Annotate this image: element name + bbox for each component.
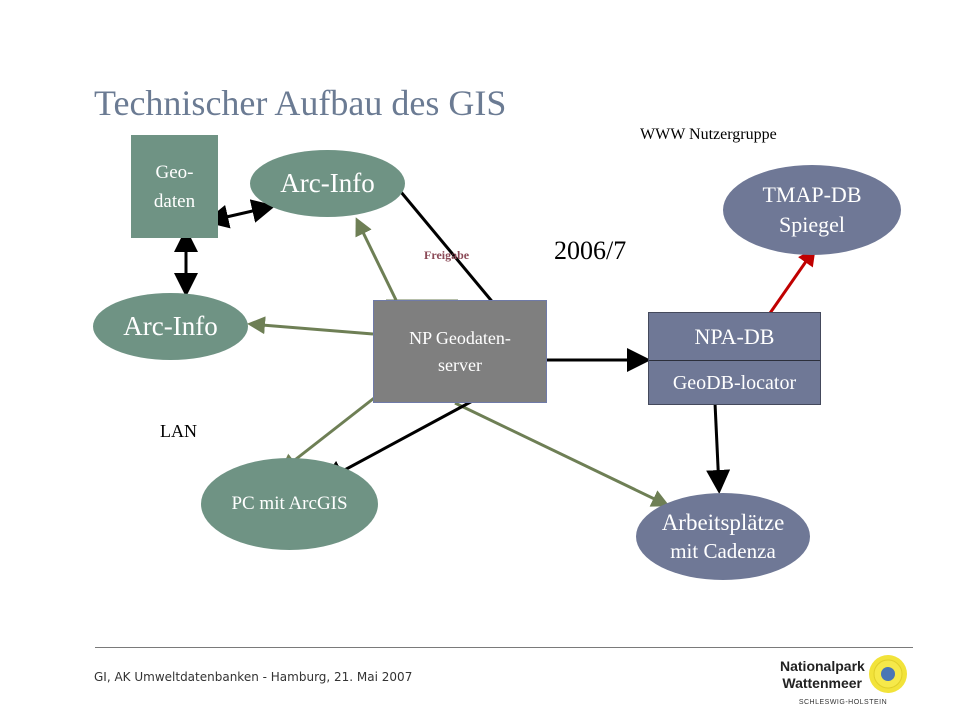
tmap-line2: Spiegel — [779, 212, 845, 237]
logo-line3: SCHLESWIG-HOLSTEIN — [798, 699, 888, 706]
arcinfo-left-node: Arc-Info — [93, 293, 248, 360]
geodaten-server-box: NP Geodaten- server — [373, 300, 547, 403]
link-npa-to-tmap — [766, 247, 816, 317]
geodaten-line1: Geo- — [155, 161, 194, 183]
server-line1: NP Geodaten- — [409, 327, 511, 348]
link-arcinfo-top-freigabe — [399, 191, 497, 306]
link-server-to-pc — [279, 393, 379, 472]
arcinfo-top-node: Arc-Info — [250, 150, 405, 217]
lan-label: LAN — [160, 421, 197, 441]
npa-db-box: NPA-DB GeoDB-locator — [648, 312, 821, 405]
link-server-to-arbeitsplaetze — [454, 401, 670, 507]
link-npa-to-arbeitsplaetze — [706, 402, 731, 494]
server-line2: server — [438, 354, 482, 375]
pc-arcgis-node: PC mit ArcGIS — [201, 458, 378, 550]
link-server-to-pc-black — [320, 396, 479, 483]
logo-line2: Wattenmeer — [782, 675, 862, 691]
npa-db-label: NPA-DB — [649, 313, 820, 361]
arbeitsplaetze-line2: mit Cadenza — [670, 538, 776, 563]
freigabe-label: Freigabe — [424, 248, 470, 262]
link-server-to-arcinfo-left — [247, 316, 374, 336]
page-title: Technischer Aufbau des GIS — [94, 83, 507, 123]
footer-divider — [95, 647, 913, 648]
geodaten-box: Geo- daten — [131, 135, 218, 238]
arbeitsplaetze-node: Arbeitsplätze mit Cadenza — [636, 493, 810, 580]
footer-text: GI, AK Umweltdatenbanken - Hamburg, 21. … — [94, 670, 413, 684]
arcinfo-left-label: Arc-Info — [123, 311, 218, 341]
www-label: WWW Nutzergruppe — [640, 126, 777, 143]
arbeitsplaetze-line1: Arbeitsplätze — [661, 509, 785, 535]
link-server-to-arcinfo-top — [355, 217, 398, 301]
geodb-locator-label: GeoDB-locator — [672, 371, 797, 394]
tmap-db-node: TMAP-DB Spiegel — [723, 165, 901, 255]
logo-sun-icon — [869, 655, 907, 693]
geodaten-line2: daten — [153, 190, 196, 212]
pc-arcgis-label: PC mit ArcGIS — [231, 493, 348, 514]
year-label: 2006/7 — [554, 236, 627, 265]
tmap-line1: TMAP-DB — [762, 182, 862, 207]
link-geodaten-arcinfo-top — [204, 199, 276, 229]
nationalpark-logo: Nationalpark Wattenmeer SCHLESWIG-HOLSTE… — [780, 654, 907, 710]
arcinfo-top-label: Arc-Info — [280, 168, 375, 198]
logo-line1: Nationalpark — [780, 658, 865, 674]
